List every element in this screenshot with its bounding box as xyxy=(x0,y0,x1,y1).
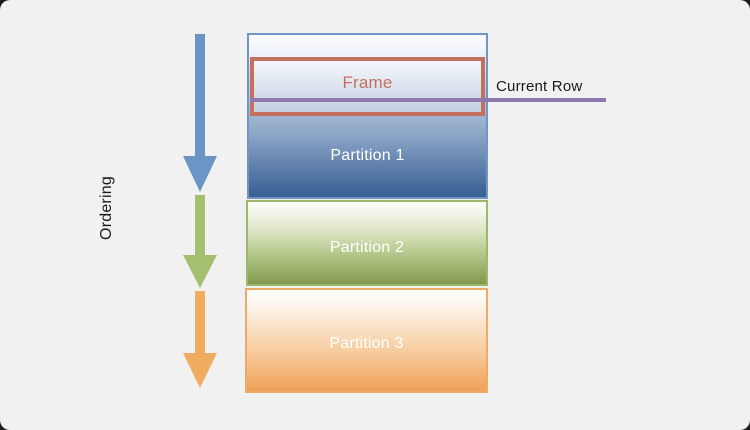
frame-box[interactable]: Frame xyxy=(250,57,485,116)
frame-label: Frame xyxy=(342,73,393,92)
ordering-arrow-2-icon xyxy=(183,195,217,290)
partition-2-label: Partition 2 xyxy=(329,239,405,256)
current-row-line xyxy=(250,98,606,102)
current-row-label: Current Row xyxy=(496,78,583,95)
partition-2-box[interactable]: Partition 2 xyxy=(246,200,488,286)
ordering-arrow-1-icon xyxy=(183,34,217,194)
partition-1-label: Partition 1 xyxy=(330,147,405,164)
ordering-arrow-3-icon xyxy=(183,291,217,390)
partition-3-label: Partition 3 xyxy=(329,335,404,352)
ordering-axis-label: Ordering xyxy=(98,176,115,240)
partition-3-box[interactable]: Partition 3 xyxy=(245,288,488,393)
